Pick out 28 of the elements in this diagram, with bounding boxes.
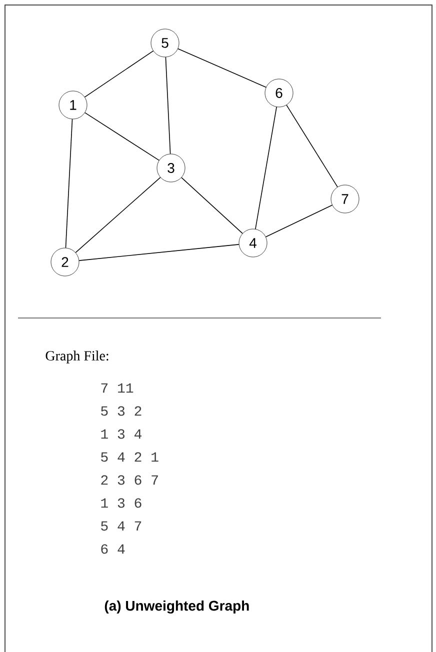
file-line: 5 4 7 (101, 521, 142, 531)
graph-vertex: 4 (238, 228, 268, 258)
file-line: 5 3 2 (101, 406, 142, 416)
graph-vertex: 6 (264, 78, 294, 108)
file-line: 2 3 6 7 (101, 475, 158, 485)
graph-edge (255, 106, 277, 230)
graph-vertex: 7 (330, 184, 360, 214)
graph-vertex: 3 (156, 154, 186, 182)
graph-edge (75, 177, 161, 253)
file-line: 5 4 2 1 (101, 452, 158, 462)
graph-edge (165, 56, 171, 154)
file-line: 6 4 (101, 544, 125, 554)
graph-vertex: 5 (150, 28, 180, 58)
graph-edge (265, 204, 333, 238)
graph-edge (78, 244, 240, 261)
file-line: 1 3 4 (101, 429, 142, 439)
graph-edge (286, 104, 338, 188)
file-line: 1 3 6 (101, 498, 142, 508)
graph-edge (84, 50, 154, 98)
file-line: 7 11 (101, 383, 134, 393)
graph-edge (178, 48, 266, 88)
graph-vertex: 1 (58, 90, 88, 120)
graph-edge (84, 112, 160, 161)
graph-vertex: 2 (50, 248, 80, 276)
graph-edge (65, 118, 73, 248)
caption: (a) Unweighted Graph (104, 600, 249, 614)
graph-edge (181, 177, 243, 234)
heading: Graph File: (46, 350, 108, 364)
